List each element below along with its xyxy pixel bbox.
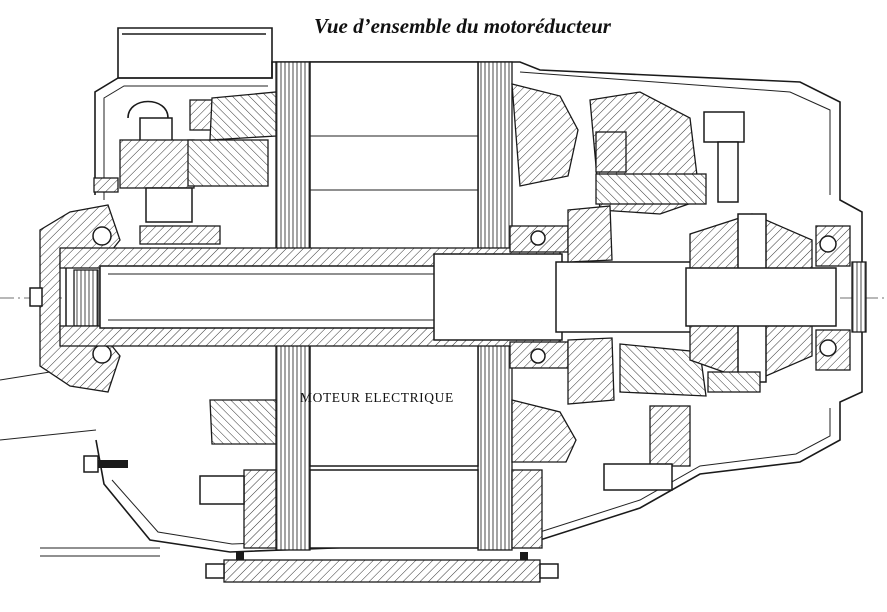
- shaft-bearings: [509, 225, 569, 369]
- stator-top: [209, 61, 579, 253]
- diagram-title: Vue d’ensemble du motoréducteur: [314, 14, 611, 38]
- differential: [685, 213, 867, 393]
- gearbox: [567, 91, 745, 491]
- motor-label: MOTEUR ELECTRIQUE: [300, 390, 454, 405]
- stator-bottom: [199, 339, 577, 551]
- motor-shaft: [59, 247, 697, 347]
- tie-rod: [205, 552, 559, 583]
- left-bolt: [0, 371, 160, 557]
